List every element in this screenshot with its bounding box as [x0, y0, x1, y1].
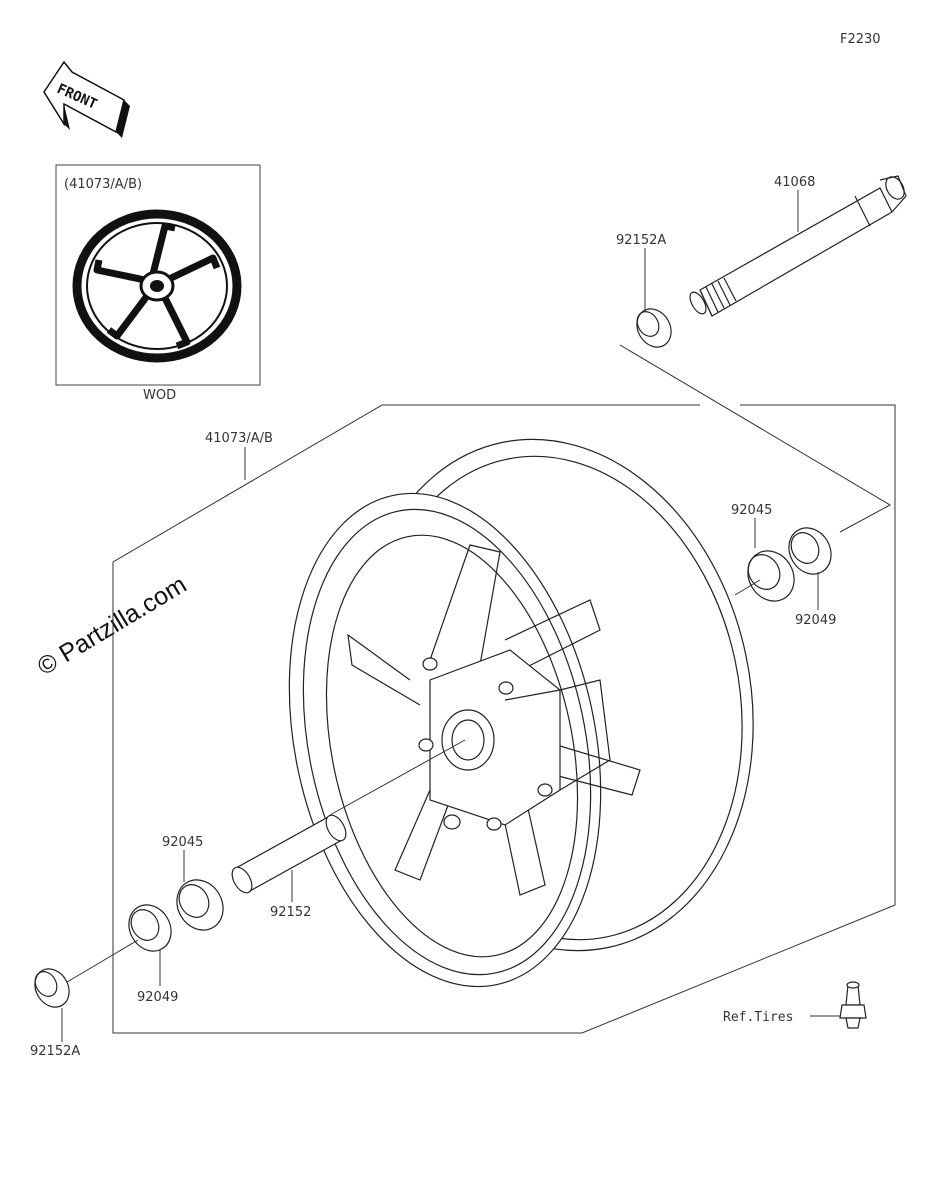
callout-seal-right: 92049: [795, 613, 836, 628]
bearing-left-icon: [176, 879, 224, 931]
inset-part-ref: (41073/A/B): [64, 177, 142, 192]
callout-spacer: 92152: [270, 905, 311, 920]
callout-collar-left: 92152A: [30, 1044, 80, 1059]
seal-right-icon: [788, 527, 832, 575]
inset-frame: [55, 164, 261, 386]
spacer-line: [329, 739, 466, 816]
spacer-icon: [231, 814, 347, 894]
collar-left-icon: [34, 968, 70, 1008]
collar-left-line: [61, 939, 139, 986]
seal-left-icon: [128, 904, 172, 952]
callout-seal-left: 92049: [137, 990, 178, 1005]
callout-wheel: 41073/A/B: [205, 431, 273, 446]
callout-bearing-left: 92045: [162, 835, 203, 850]
diagram-code: F2230: [840, 32, 881, 47]
callout-bearing-right: 92045: [731, 503, 772, 518]
inset-wheel-icon: [72, 209, 242, 363]
watermark: © Partzilla.com: [33, 570, 192, 681]
callout-valve-ref: Ref.Tires: [723, 1010, 793, 1025]
inset-caption: WOD: [143, 388, 176, 403]
bearing-right-line: [734, 579, 761, 596]
callout-axle: 41068: [774, 175, 815, 190]
axle-line: [619, 344, 892, 533]
axle-icon: [689, 175, 907, 317]
valve-stem-icon: [839, 981, 867, 1029]
leader-lines: [61, 190, 819, 1042]
bearing-right-icon: [747, 550, 795, 602]
front-arrow-icon: FRONT: [43, 60, 130, 138]
wheel-icon: [288, 438, 754, 988]
collar-top-icon: [636, 308, 672, 348]
frame-outline: [112, 404, 896, 1034]
callout-collar-top: 92152A: [616, 233, 666, 248]
